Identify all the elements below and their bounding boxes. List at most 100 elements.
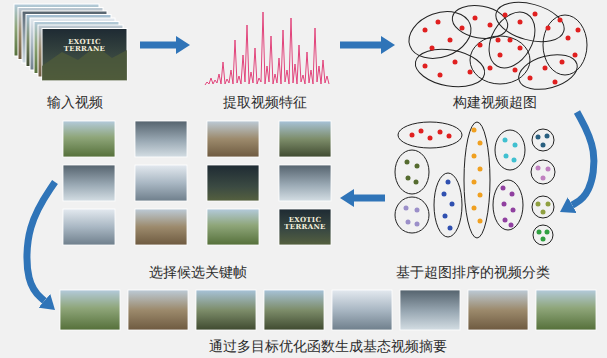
vertex-dot <box>472 154 477 159</box>
vertex-dot <box>546 26 551 31</box>
vertex-dot <box>545 230 550 235</box>
vertex-dot <box>536 166 541 171</box>
summary-frame <box>536 290 596 330</box>
keyframe-thumb <box>63 121 115 157</box>
cluster-outline <box>434 173 462 237</box>
keyframe-thumb <box>207 121 259 157</box>
keyframe-thumb <box>135 121 187 157</box>
video-frame <box>42 29 127 81</box>
keyframe-thumb <box>279 165 331 201</box>
stage-caption: 输入视频 <box>45 93 105 112</box>
vertex-dot <box>560 60 565 65</box>
cluster-outline <box>495 130 525 170</box>
vertex-dot <box>406 220 411 225</box>
vertex-dot <box>423 28 428 33</box>
vertex-dot <box>536 135 541 140</box>
keyframe-thumb <box>135 209 187 245</box>
vertex-dot <box>541 143 546 148</box>
vertex-dot <box>430 46 435 51</box>
keyframe-thumb <box>63 165 115 201</box>
vertex-dot <box>503 218 508 223</box>
cluster-outline <box>532 196 554 218</box>
vertex-dot <box>405 160 410 165</box>
vertex-dot <box>553 80 558 85</box>
keyframe-thumb <box>207 209 259 245</box>
vertex-dot <box>404 206 409 211</box>
vertex-dot <box>509 223 514 228</box>
vertex-dot <box>448 38 453 43</box>
flow-arrow <box>354 195 385 202</box>
vertex-dot <box>536 202 541 207</box>
vertex-dot <box>414 180 419 185</box>
vertex-dot <box>528 76 533 81</box>
vertex-dot <box>472 206 477 211</box>
keyframe-thumb <box>279 209 331 245</box>
vertex-dot <box>533 12 538 17</box>
vertex-dot <box>558 18 563 23</box>
vertex-dot <box>504 154 509 159</box>
summary-frame <box>400 290 460 330</box>
vertex-dot <box>453 60 458 65</box>
vertex-dot <box>415 208 420 213</box>
cluster-outline <box>531 160 555 184</box>
vertex-dot <box>573 53 578 58</box>
vertex-dot <box>472 128 477 133</box>
vertex-dot <box>443 214 448 219</box>
keyframe-thumb <box>135 165 187 201</box>
stage-caption: 选择候选关键帧 <box>147 263 249 282</box>
vertex-dot <box>478 193 483 198</box>
vertex-dot <box>472 180 477 185</box>
vertex-dot <box>502 202 507 207</box>
vertex-dot <box>442 192 447 197</box>
cluster-outline <box>395 197 429 233</box>
vertex-dot <box>511 208 516 213</box>
summary-frame <box>60 290 120 330</box>
vertex-dot <box>488 66 493 71</box>
vertex-dot <box>498 53 503 58</box>
vertex-dot <box>546 202 551 207</box>
vertex-dot <box>468 70 473 75</box>
stage-panel: 通过多目标优化函数生成基态视频摘要 <box>55 285 600 356</box>
vertex-dot <box>496 38 501 43</box>
vertex-dot <box>478 43 483 48</box>
vertex-dot <box>541 210 546 215</box>
vertex-dot <box>508 38 513 43</box>
vertex-dot <box>541 176 546 181</box>
flow-arrow <box>340 42 381 49</box>
vertex-dot <box>503 138 508 143</box>
vertex-dot <box>473 16 478 21</box>
vertex-dot <box>543 66 548 71</box>
cluster-outline <box>532 129 554 151</box>
stage-caption: 通过多目标优化函数生成基态视频摘要 <box>207 337 449 356</box>
vertex-dot <box>438 130 443 135</box>
vertex-dot <box>546 167 551 172</box>
cluster-outline <box>493 180 523 230</box>
stage-panel: 输入视频 <box>10 2 140 112</box>
vertex-dot <box>415 222 420 227</box>
hyperedge <box>412 44 487 92</box>
hyperedge <box>480 4 545 76</box>
vertex-dot <box>537 230 542 235</box>
hyperedge <box>492 0 569 48</box>
cluster-outline <box>395 150 429 194</box>
summary-frame <box>264 290 324 330</box>
hyperedge <box>543 15 587 75</box>
vertex-dot <box>410 133 415 138</box>
vertex-dot <box>428 136 433 141</box>
stage-caption: 构建视频超图 <box>451 93 539 112</box>
stage-panel: 构建视频超图 <box>395 2 595 112</box>
title-card-text: EXOTIC TERRANE <box>281 216 329 231</box>
keyframe-thumb <box>63 209 115 245</box>
vertex-dot <box>545 134 550 139</box>
vertex-dot <box>576 28 581 33</box>
vertex-dot <box>447 134 452 139</box>
vertex-dot <box>450 202 455 207</box>
feature-signal <box>205 12 329 85</box>
vertex-dot <box>436 20 441 25</box>
summary-frame <box>128 290 188 330</box>
title-card-text: EXOTIC TERRANE <box>60 38 109 53</box>
stage-panel: 基于超图排序的视频分类 <box>385 115 560 282</box>
vertex-dot <box>478 167 483 172</box>
